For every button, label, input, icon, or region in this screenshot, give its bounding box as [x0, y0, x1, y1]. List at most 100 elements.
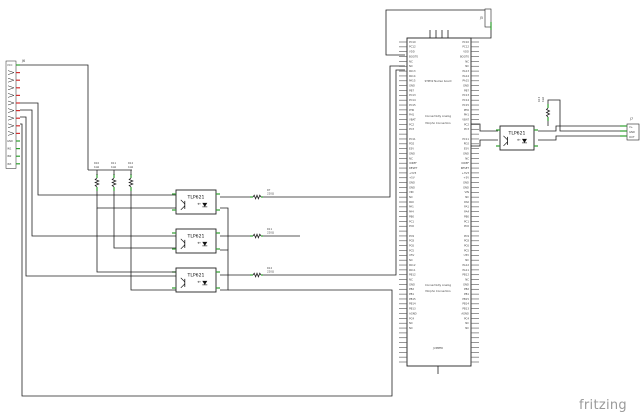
- mcu-pin-label: PC15: [409, 103, 416, 107]
- wire: [547, 99, 620, 132]
- mcu-title: STM32 Nucleo board: [425, 79, 452, 83]
- optocoupler-u2[interactable]: TLP621: [172, 228, 220, 254]
- wire-in2: [20, 116, 176, 277]
- mcu-pin-label: NC: [409, 156, 413, 160]
- mcu-pin-label: PC8: [464, 239, 469, 243]
- mcu-pin-label: NC: [465, 321, 469, 325]
- optocoupler-u1[interactable]: TLP621: [172, 189, 220, 215]
- connector-j6-body: [5, 60, 17, 169]
- mcu-pin-label: PA4: [409, 210, 414, 214]
- mcu-pin-label: PC8: [409, 239, 414, 243]
- optocoupler-u4-transistor-icon: [503, 135, 508, 141]
- mcu-pin-label: PB12: [409, 273, 416, 277]
- optocoupler-u2-transistor-icon: [180, 244, 186, 250]
- pullup-resistor-ref: R11: [111, 161, 116, 165]
- series-resistor-value: 220Ω: [267, 192, 274, 196]
- connector-j7-pin-label: OUT: [629, 135, 635, 139]
- mcu-pin-label: PA11: [409, 268, 416, 272]
- mcu-pin-label: GND: [463, 185, 469, 189]
- pullup-resistor-value: 1kΩ: [111, 165, 116, 169]
- series-resistor-ref: R12: [267, 266, 272, 270]
- optocoupler-u4[interactable]: TLP621: [496, 125, 538, 151]
- resistor-r13-zigzag: [545, 107, 551, 118]
- optocoupler-u2-label: TLP621: [187, 233, 205, 239]
- mcu-section-connectivity-2: Connectivity Analog: [425, 283, 451, 287]
- mcu-pin-label: PC4: [464, 316, 469, 320]
- mcu-pin-label: PC0: [464, 224, 469, 228]
- optocoupler-u3[interactable]: TLP621: [172, 267, 220, 293]
- mcu-pin-label: PA14: [463, 74, 470, 78]
- mcu-pin-label: PC14: [462, 98, 469, 102]
- fritzing-watermark: fritzing: [579, 398, 627, 413]
- mcu-pin-label: PB12: [462, 273, 469, 277]
- connector-j6-pin-label: VCC: [7, 63, 13, 67]
- mcu-pin-label: E5V: [409, 147, 414, 151]
- connector-j6-arrow-icon: [7, 123, 15, 129]
- optocoupler-u3-transistor-icon: [180, 277, 186, 283]
- pullup-resistor-zigzag: [94, 177, 100, 188]
- connector-j7[interactable]: J7 V+ GND OUT: [620, 117, 640, 141]
- mcu-board[interactable]: STM32 Nucleo board Connectivity Analog M…: [399, 30, 479, 374]
- mcu-pin-label: PA15: [409, 79, 416, 83]
- connector-j6-arrow-icon: [7, 85, 15, 91]
- pullup-resistor-ref: R12: [128, 161, 133, 165]
- mcu-pin-label: NC: [465, 258, 469, 262]
- mcu-pin-label: PC12: [462, 45, 469, 49]
- mcu-pin-label: E5V: [464, 147, 469, 151]
- mcu-pin-label: PC3: [409, 127, 414, 131]
- wire-vcc: [20, 64, 89, 170]
- connector-j6-arrow-icon: [7, 100, 15, 106]
- mcu-pin-label: PB14: [409, 302, 416, 306]
- connector-j6-pin-label: IN1: [7, 147, 12, 151]
- series-resistor-zigzag: [252, 233, 262, 239]
- connector-j6-arrow-icon: [7, 108, 15, 113]
- mcu-pin-label: PH1: [409, 113, 415, 117]
- mcu-pin-label: PB2: [409, 287, 414, 291]
- mcu-pin-label: GND: [409, 185, 415, 189]
- optocoupler-u4-light-arrow-icon: [517, 138, 521, 142]
- mcu-pin-label: PA0: [409, 200, 414, 204]
- mcu-pin-label: VDD: [463, 50, 469, 54]
- optocoupler-u1-label: TLP621: [187, 194, 205, 200]
- wire: [385, 9, 485, 56]
- mcu-pin-label: NC: [409, 64, 413, 68]
- connector-j5[interactable]: J5: [479, 8, 492, 30]
- mcu-pin-label: U5V: [409, 253, 415, 257]
- mcu-section-connectivity: Connectivity Analog: [425, 114, 451, 118]
- resistor-r13[interactable]: R13 1kΩ: [537, 97, 551, 121]
- optocoupler-u3-body: [175, 267, 217, 293]
- mcu-pin-label: NC: [409, 258, 413, 262]
- mcu-pin-label: PC6: [464, 244, 469, 248]
- mcu-pin-label: PH1: [464, 113, 470, 117]
- mcu-pin-label: PA0: [464, 200, 469, 204]
- mcu-pin-label: PD2: [409, 142, 415, 146]
- optocoupler-u1-body: [175, 189, 217, 215]
- mcu-pin-label: PC4: [409, 316, 414, 320]
- mcu-pin-label: NC: [465, 156, 469, 160]
- connector-j7-pin-label: V+: [629, 125, 633, 129]
- mcu-pin-label: PB13: [462, 307, 469, 311]
- series-resistor-value: 220Ω: [267, 270, 274, 274]
- mcu-pin-label: +3V3: [409, 171, 417, 175]
- series-resistor-zigzag: [252, 194, 262, 200]
- mcu-pin-label: GND: [409, 151, 415, 155]
- optocoupler-u4-led-icon: [521, 138, 527, 143]
- mcu-pin-label: RESET: [409, 166, 418, 170]
- mcu-pin-label: IOREF: [461, 161, 469, 165]
- resistor-r13-ref: R13: [537, 97, 541, 102]
- pullup-resistor-value: 1kΩ: [94, 165, 99, 169]
- resistor-r13-value: 1kΩ: [541, 97, 545, 102]
- wire: [21, 289, 393, 397]
- mcu-pin-label: PB15: [409, 297, 416, 301]
- mcu-pin-label: NC: [409, 59, 413, 63]
- mcu-pin-label: PB1: [409, 292, 414, 296]
- optocoupler-u3-label: TLP621: [187, 272, 205, 278]
- mcu-pin-label: NC: [465, 277, 469, 281]
